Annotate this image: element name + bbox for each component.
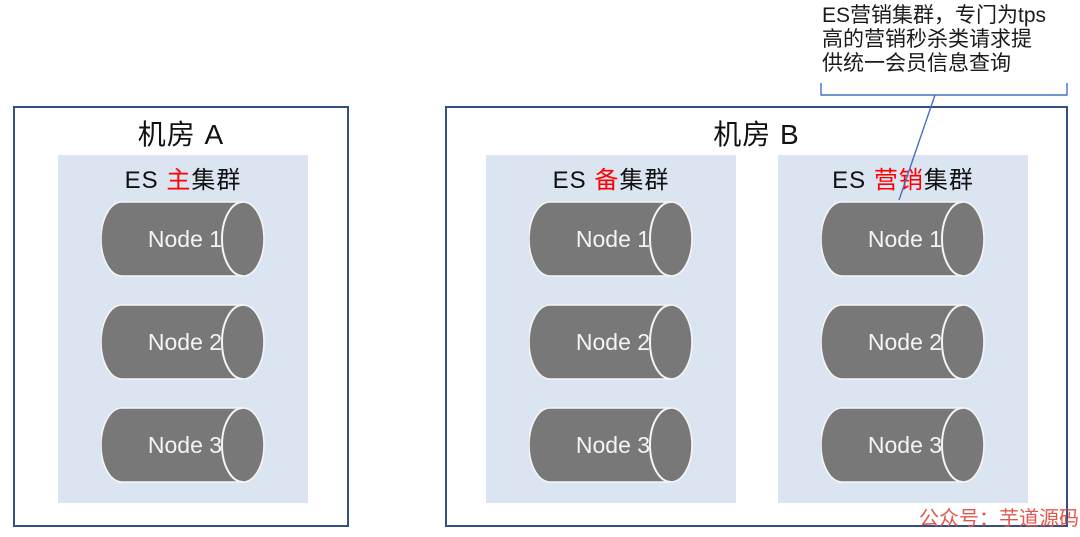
- node-cylinder: Node 3: [100, 407, 265, 483]
- annotation-line-1: ES营销集群，专门为tps: [822, 4, 1047, 27]
- room-b-box: 机房 B ES 备集群 Node 1 Node 2: [445, 106, 1068, 527]
- node-label: Node 1: [868, 226, 942, 252]
- annotation-note: ES营销集群，专门为tps 高的营销秒杀类请求提 供统一会员信息查询: [822, 4, 1078, 76]
- cylinder-cap-line: [221, 304, 244, 380]
- node-label: Node 3: [576, 432, 650, 458]
- cluster-panel-es-primary: ES 主集群 Node 1 Node 2: [58, 155, 308, 503]
- annotation-line-2: 高的营销秒杀类请求提: [822, 28, 1032, 51]
- cylinder-cap-line: [941, 407, 964, 483]
- cluster-title-highlight: 主: [166, 167, 192, 194]
- cylinder-cap-line: [221, 201, 244, 277]
- node-label: Node 2: [148, 329, 222, 355]
- cylinder-cap-line: [649, 304, 672, 380]
- cylinder-cap-line: [221, 407, 244, 483]
- node-cylinder: Node 2: [100, 304, 265, 380]
- node-cylinder: Node 1: [528, 201, 693, 277]
- cluster-title-suffix: 集群: [619, 167, 670, 194]
- cluster-title-es-marketing: ES 营销集群: [778, 155, 1028, 195]
- cluster-panel-es-marketing: ES 营销集群 Node 1 Node 2: [778, 155, 1028, 503]
- node-label: Node 3: [868, 432, 942, 458]
- node-cylinder: Node 2: [528, 304, 693, 380]
- annotation-bracket: [820, 83, 1068, 96]
- cluster-title-prefix: ES: [552, 167, 595, 194]
- node-label: Node 1: [576, 226, 650, 252]
- cluster-panel-es-standby: ES 备集群 Node 1 Node 2: [486, 155, 736, 503]
- cluster-title-es-primary: ES 主集群: [58, 155, 308, 195]
- node-cylinder: Node 3: [820, 407, 985, 483]
- node-label: Node 1: [148, 226, 222, 252]
- cluster-title-suffix: 集群: [923, 167, 974, 194]
- cylinder-cap-line: [649, 201, 672, 277]
- node-cylinder: Node 1: [820, 201, 985, 277]
- cluster-title-es-standby: ES 备集群: [486, 155, 736, 195]
- cylinder-cap-line: [649, 407, 672, 483]
- cluster-title-prefix: ES: [832, 167, 874, 194]
- node-cylinder: Node 1: [100, 201, 265, 277]
- watermark: 公众号：芋道源码: [919, 508, 1079, 530]
- cluster-title-highlight: 营销: [873, 167, 924, 194]
- room-b-title: 机房 B: [713, 119, 800, 150]
- cylinder-cap-line: [941, 201, 964, 277]
- annotation-line-3: 供统一会员信息查询: [822, 52, 1011, 75]
- cluster-title-highlight: 备: [594, 167, 620, 194]
- node-label: Node 2: [868, 329, 942, 355]
- cluster-title-suffix: 集群: [191, 167, 242, 194]
- node-label: Node 2: [576, 329, 650, 355]
- cylinder-cap-line: [941, 304, 964, 380]
- node-cylinder: Node 3: [528, 407, 693, 483]
- room-a-box: 机房 A ES 主集群 Node 1 Node 2: [13, 106, 349, 527]
- cluster-title-prefix: ES: [124, 167, 167, 194]
- node-label: Node 3: [148, 432, 222, 458]
- node-cylinder: Node 2: [820, 304, 985, 380]
- room-a-title: 机房 A: [137, 119, 225, 150]
